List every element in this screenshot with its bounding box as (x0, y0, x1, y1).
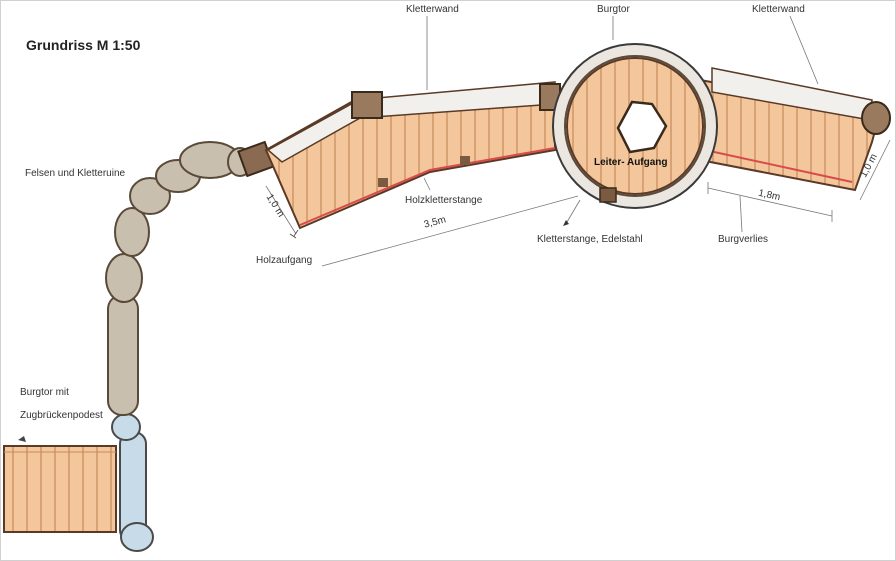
label-kletterstange: Kletterstange, Edelstahl (537, 234, 643, 245)
gate-column (111, 413, 154, 552)
label-burgtor-line1: Burgtor mit (20, 387, 69, 398)
drawbridge-platform (3, 436, 117, 533)
label-leiter-aufgang: Leiter- Aufgang (594, 157, 668, 168)
dungeon-deck (699, 67, 891, 192)
label-burgtor-line2: Zugbrückenpodest (20, 410, 103, 421)
label-kletterwand-left: Kletterwand (406, 4, 459, 15)
deck-post (351, 91, 383, 119)
label-burgtor-top: Burgtor (597, 4, 630, 15)
rock-chain (105, 141, 253, 416)
label-kletterwand-right: Kletterwand (752, 4, 805, 15)
label-holzaufgang: Holzaufgang (256, 255, 313, 266)
ladder-opening (616, 100, 668, 154)
plan-title: Grundriss M 1:50 (26, 37, 141, 53)
dimension-lines (265, 15, 891, 267)
label-burgverlies: Burgverlies (718, 234, 769, 245)
label-holzkletterstange: Holzkletterstange (405, 195, 483, 206)
main-deck (264, 81, 561, 230)
tower (552, 43, 718, 209)
label-felsen: Felsen und Kletteruine (25, 168, 126, 179)
